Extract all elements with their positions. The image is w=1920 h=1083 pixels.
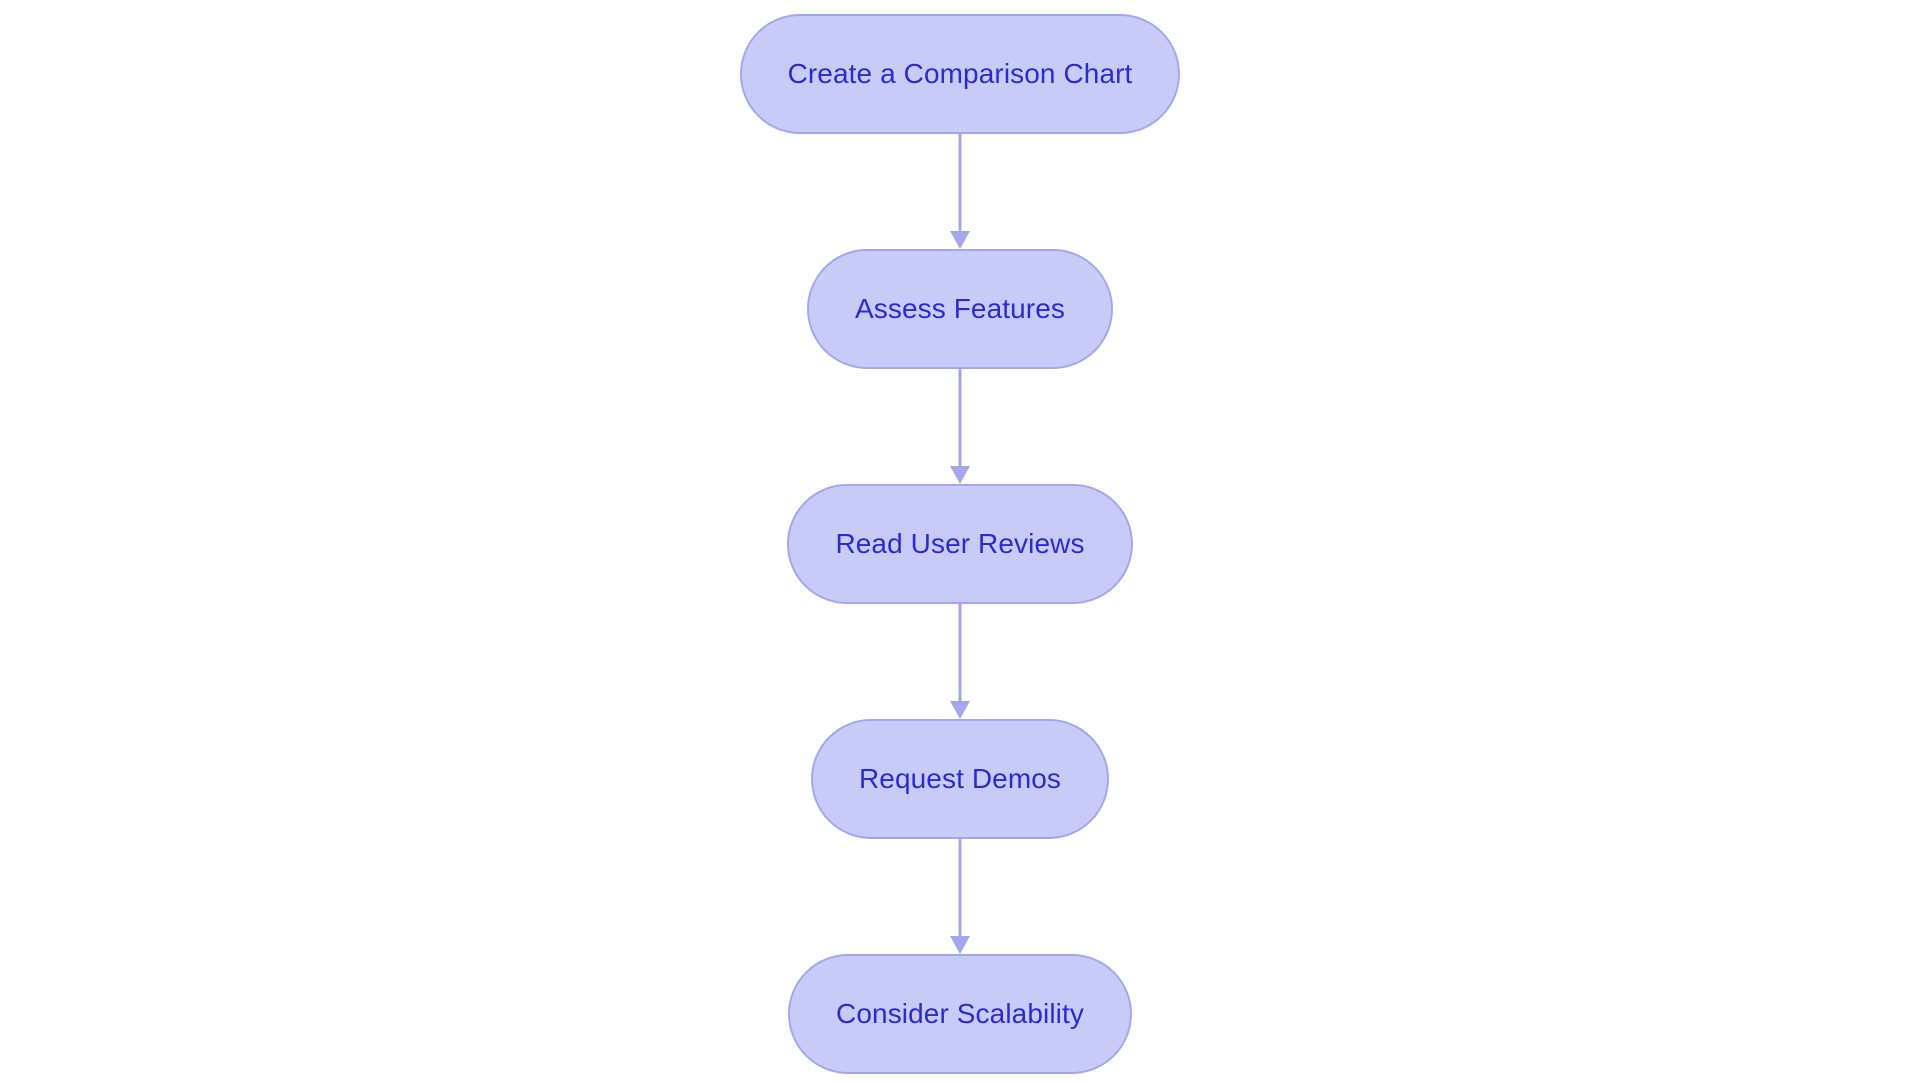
flow-node-label: Assess Features [854,293,1066,324]
flow-node-label: Read User Reviews [835,528,1085,559]
arrow-down-icon [950,701,970,719]
flow-connector-3-to-4 [948,604,972,719]
flow-connector-2-to-3 [948,369,972,484]
arrow-down-icon [950,466,970,484]
flow-connector-4-to-5 [948,839,972,954]
flow-node-read-user-reviews[interactable]: Read User Reviews [787,484,1133,604]
flow-node-consider-scalability[interactable]: Consider Scalability [788,954,1132,1074]
flow-node-assess-features[interactable]: Assess Features [806,249,1114,369]
connector-line [958,369,962,466]
connector-line [958,839,962,936]
flow-node-create-a-comparison-chart[interactable]: Create a Comparison Chart [739,14,1181,134]
connector-line [958,134,962,231]
flow-node-label: Request Demos [858,763,1062,794]
arrow-down-icon [950,936,970,954]
flow-connector-1-to-2 [948,134,972,249]
flow-node-request-demos[interactable]: Request Demos [810,719,1110,839]
flow-node-label: Consider Scalability [836,998,1084,1029]
connector-line [958,604,962,701]
arrow-down-icon [950,231,970,249]
flow-node-label: Create a Comparison Chart [787,58,1133,89]
